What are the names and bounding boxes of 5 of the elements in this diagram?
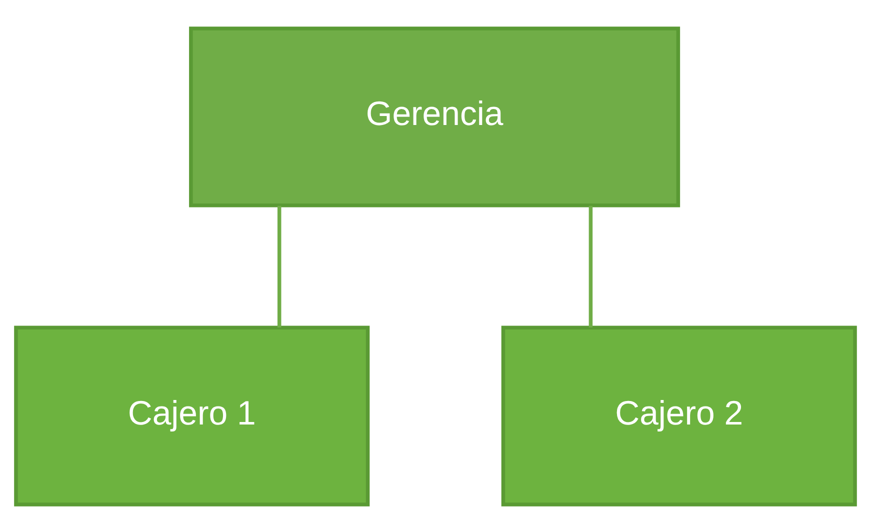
- node-box: Cajero 2: [501, 325, 857, 506]
- connector: [588, 205, 593, 327]
- node-box: Cajero 1: [14, 325, 370, 506]
- connector: [277, 205, 282, 327]
- node-box: Gerencia: [189, 26, 680, 207]
